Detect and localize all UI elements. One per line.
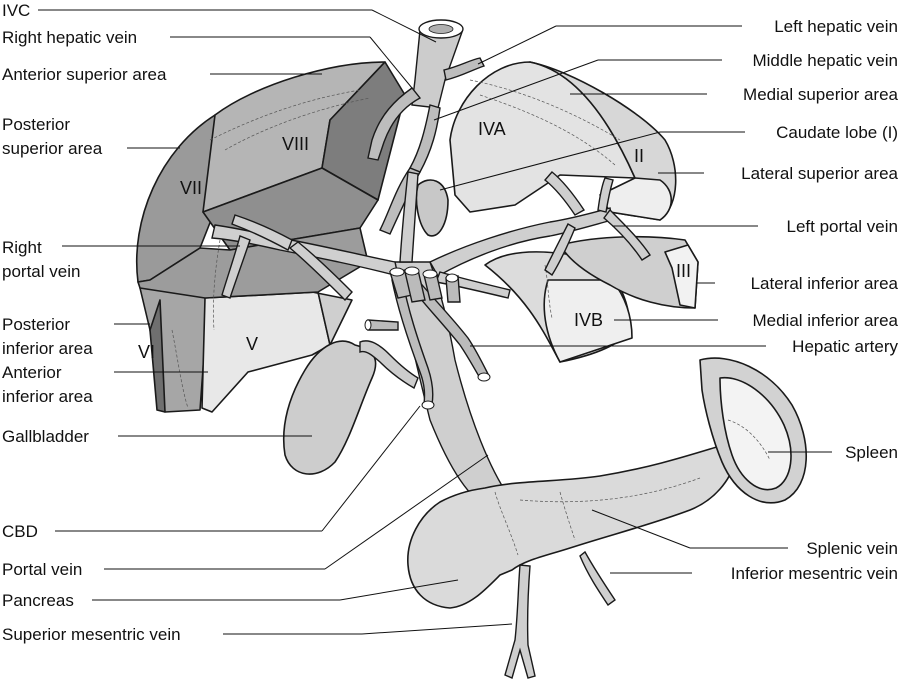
label-left-portal-vein: Left portal vein <box>786 217 898 236</box>
ivc-and-hepatic-veins <box>367 19 485 235</box>
segment-label-vii: VII <box>180 178 202 198</box>
label-left-hepatic-vein: Left hepatic vein <box>774 17 898 36</box>
label-posterior-superior-area-line2: superior area <box>2 139 103 158</box>
label-splenic-vein: Splenic vein <box>806 539 898 558</box>
segment-iii-cut-face <box>664 244 699 309</box>
label-anterior-superior-area: Anterior superior area <box>2 65 167 84</box>
caudate-lobe-shape <box>415 179 449 237</box>
segment-label-vi: VI <box>138 342 155 362</box>
label-portal-vein: Portal vein <box>2 560 82 579</box>
segment-label-ivb: IVB <box>574 310 603 330</box>
label-ivc: IVC <box>2 1 30 20</box>
label-posterior-superior-area-line1: Posterior <box>2 115 70 134</box>
segment-ii-cut-face <box>599 177 673 221</box>
segment-label-v: V <box>246 334 258 354</box>
segment-vi-edge <box>149 299 166 413</box>
liver-left-lobe <box>415 61 699 363</box>
leader-lines <box>38 9 832 635</box>
portal-venous-tree <box>211 171 651 509</box>
pancreas-and-spleen <box>407 357 808 679</box>
segment-label-iii: III <box>676 261 691 281</box>
label-right-portal-vein-line2: portal vein <box>2 262 80 281</box>
label-inferior-mesentric-vein: Inferior mesentric vein <box>731 564 898 583</box>
segment-label-iva: IVA <box>478 119 506 139</box>
label-medial-superior-area: Medial superior area <box>743 85 899 104</box>
gallbladder-shape <box>282 340 377 475</box>
liver-right-lobe <box>135 61 406 413</box>
segment-viii-cut-face <box>321 61 406 201</box>
label-right-hepatic-vein: Right hepatic vein <box>2 28 137 47</box>
label-cbd: CBD <box>2 522 38 541</box>
pancreas-shape <box>407 445 736 609</box>
label-lateral-superior-area: Lateral superior area <box>741 164 898 183</box>
gallbladder-shape-group <box>282 340 419 475</box>
label-medial-inferior-area: Medial inferior area <box>752 311 898 330</box>
segment-ivb-cut-face <box>543 279 633 363</box>
segment-iii-shape <box>559 235 699 309</box>
segment-label-viii: VIII <box>282 134 309 154</box>
hepatic-artery-and-cbd <box>364 266 491 410</box>
label-spleen: Spleen <box>845 443 898 462</box>
label-posterior-inferior-area-line2: inferior area <box>2 339 93 358</box>
left-hepatic-vein-shape <box>443 57 485 81</box>
label-superior-mesentric-vein: Superior mesentric vein <box>2 625 181 644</box>
label-posterior-inferior-area-line1: Posterior <box>2 315 70 334</box>
label-lateral-inferior-area: Lateral inferior area <box>751 274 899 293</box>
label-gallbladder: Gallbladder <box>2 427 89 446</box>
right-hepatic-vein-shape <box>367 87 422 161</box>
label-right-portal-vein-line1: Right <box>2 238 42 257</box>
label-pancreas: Pancreas <box>2 591 74 610</box>
label-anterior-inferior-area-line1: Anterior <box>2 363 62 382</box>
label-hepatic-artery: Hepatic artery <box>792 337 898 356</box>
label-middle-hepatic-vein: Middle hepatic vein <box>752 51 898 70</box>
segment-label-ii: II <box>634 146 644 166</box>
label-anterior-inferior-area-line2: inferior area <box>2 387 93 406</box>
middle-hepatic-vein-shape <box>409 104 441 173</box>
label-caudate-lobe: Caudate lobe (I) <box>776 123 898 142</box>
